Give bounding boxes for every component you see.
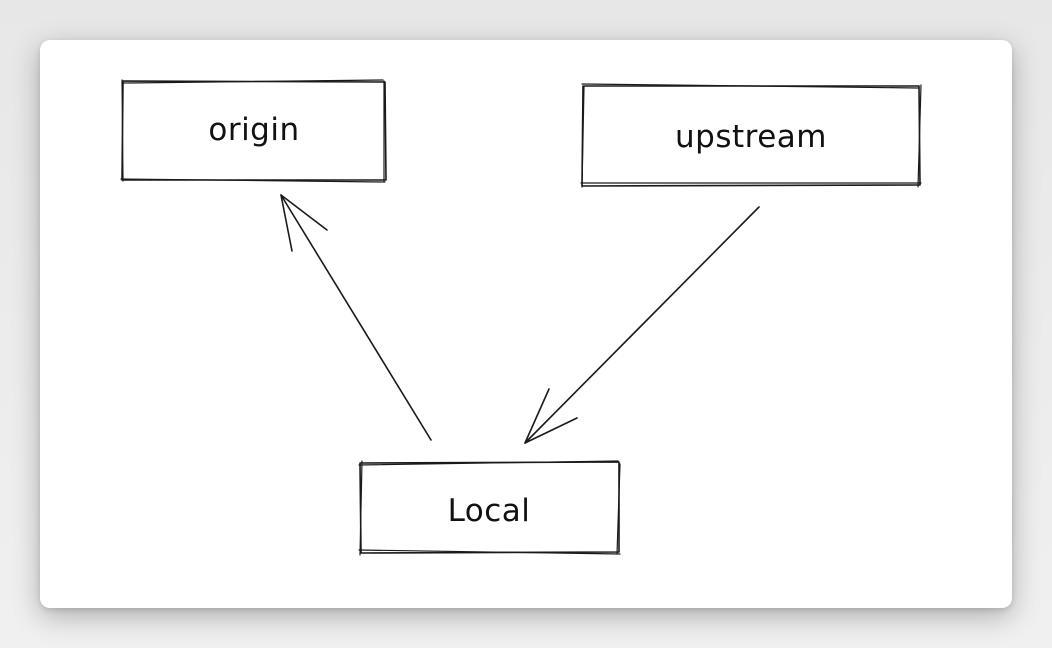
diagram-svg: origin upstream Local bbox=[120, 79, 922, 556]
edge-local-to-origin-arrowhead bbox=[280, 194, 328, 252]
edge-upstream-to-local-line bbox=[524, 206, 760, 444]
node-local-label: Local bbox=[448, 493, 531, 529]
diagram-card: origin upstream Local bbox=[40, 40, 1012, 608]
edge-local-to-origin-line bbox=[280, 194, 432, 441]
edge-upstream-to-local bbox=[524, 206, 760, 444]
edge-upstream-to-local-arrowhead bbox=[524, 388, 578, 444]
node-origin-label: origin bbox=[208, 112, 299, 148]
edge-local-to-origin bbox=[280, 194, 432, 441]
node-upstream[interactable]: upstream bbox=[580, 83, 922, 188]
node-origin[interactable]: origin bbox=[120, 79, 387, 183]
node-local[interactable]: Local bbox=[358, 460, 621, 556]
node-upstream-label: upstream bbox=[675, 119, 827, 155]
